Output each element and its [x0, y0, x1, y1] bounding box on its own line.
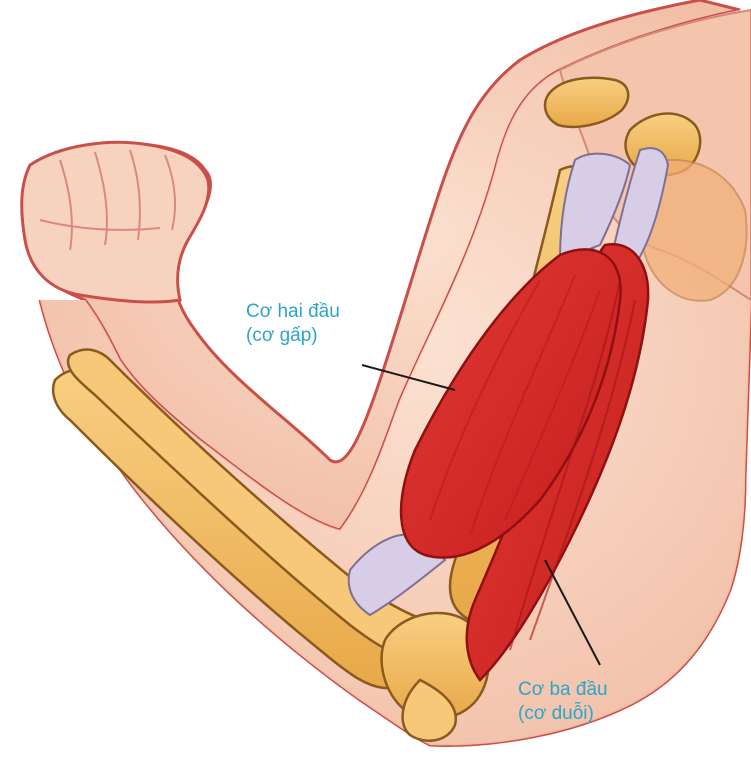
biceps-label-line1: Cơ hai đầu — [246, 300, 340, 324]
triceps-label-line2: (cơ duỗi) — [518, 702, 608, 726]
biceps-label: Cơ hai đầu (cơ gấp) — [246, 300, 340, 348]
triceps-label-line1: Cơ ba đầu — [518, 678, 608, 702]
triceps-label: Cơ ba đầu (cơ duỗi) — [518, 678, 608, 726]
biceps-label-line2: (cơ gấp) — [246, 324, 340, 348]
